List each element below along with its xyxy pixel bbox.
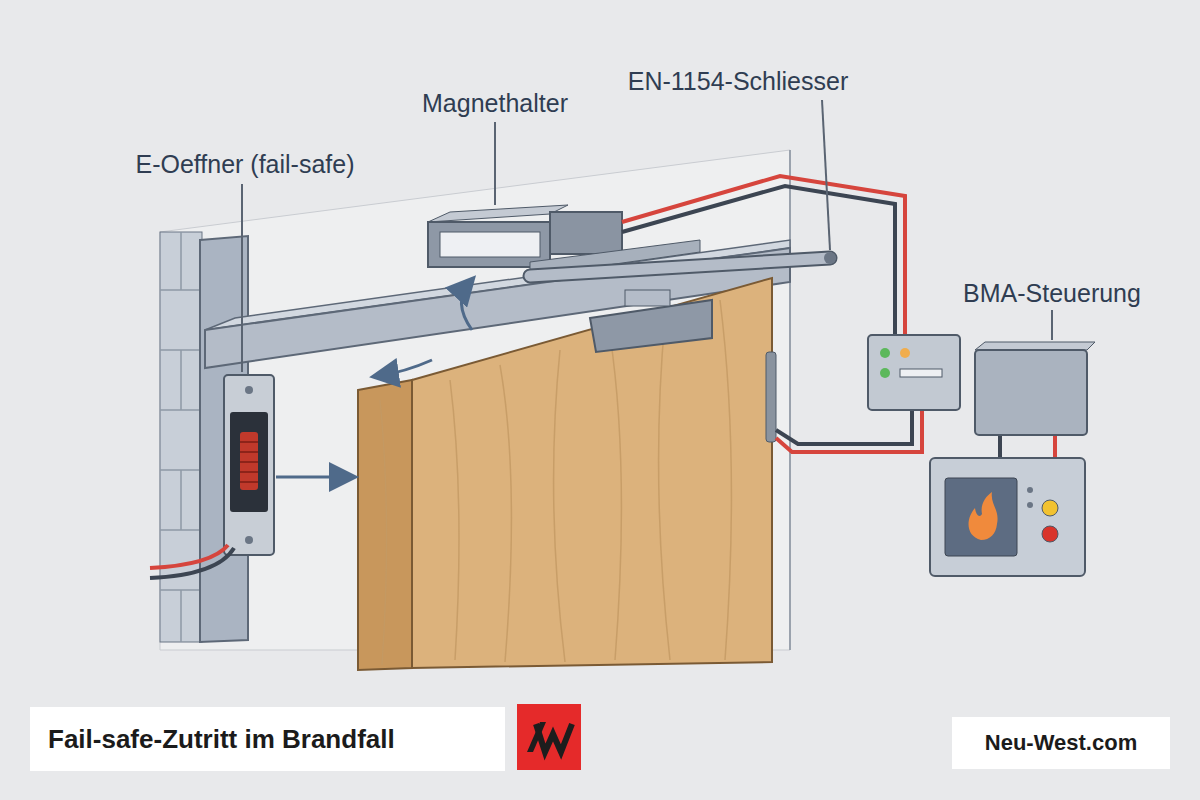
leader-lines-part bbox=[241, 184, 243, 372]
site-name: Neu-West.com bbox=[985, 730, 1137, 756]
door-closer-part bbox=[824, 252, 836, 264]
relay-box bbox=[868, 335, 960, 410]
leader-lines bbox=[242, 100, 1052, 372]
brick-wall bbox=[160, 232, 202, 642]
strike-plate-part bbox=[230, 412, 268, 512]
fire-control-box-part bbox=[975, 342, 1095, 350]
strike-plate-part-part bbox=[240, 481, 258, 483]
door-leaf-part bbox=[766, 352, 776, 442]
door-closer-part bbox=[530, 258, 830, 276]
fire-panel-part bbox=[1042, 526, 1058, 542]
fire-panel-part bbox=[945, 478, 1017, 556]
leader-lines-part bbox=[822, 100, 830, 250]
strike-plate-part bbox=[240, 432, 258, 490]
brick-wall-part bbox=[160, 232, 202, 642]
fire-panel-part bbox=[930, 458, 1085, 576]
fire-panel-part bbox=[1027, 502, 1033, 508]
door-closer-part bbox=[590, 300, 712, 352]
door-closer-part bbox=[625, 290, 670, 306]
door-closer-part bbox=[530, 258, 830, 276]
wiring-part bbox=[776, 410, 922, 452]
fire-control-box-part bbox=[975, 350, 1087, 435]
magnet-holder-part bbox=[550, 212, 622, 254]
strike-plate-part bbox=[150, 548, 234, 578]
wall-part bbox=[789, 150, 791, 650]
door-leaf-part-part bbox=[500, 365, 511, 662]
fire-panel-part bbox=[1027, 487, 1033, 493]
logo-part bbox=[536, 724, 572, 752]
door-leaf-part-part bbox=[554, 350, 565, 662]
strike-plate-part bbox=[276, 476, 350, 479]
strike-plate-part-part bbox=[240, 461, 258, 463]
callout-label: E-Oeffner (fail-safe) bbox=[135, 149, 354, 179]
caption-box: Fail-safe-Zutritt im Brandfall bbox=[30, 707, 505, 771]
fire-control-box bbox=[975, 342, 1095, 435]
door-leaf-part bbox=[412, 278, 772, 668]
door-leaf-part-part bbox=[720, 300, 731, 660]
door-leaf-part-part bbox=[380, 400, 387, 665]
wiring-part bbox=[622, 186, 895, 335]
strike-plate-part bbox=[224, 375, 274, 555]
site-name-box: Neu-West.com bbox=[952, 717, 1170, 769]
relay-box-part bbox=[868, 335, 960, 410]
callout-label: Magnethalter bbox=[422, 88, 568, 118]
fire-panel-part bbox=[969, 492, 998, 540]
strike-plate-part-part bbox=[240, 471, 258, 473]
caption: Fail-safe-Zutritt im Brandfall bbox=[48, 724, 395, 755]
motion-arrows-part bbox=[378, 360, 432, 376]
door-closer bbox=[530, 240, 836, 352]
magnet-holder-part bbox=[428, 205, 568, 222]
wiring-part bbox=[1053, 435, 1057, 458]
relay-box-part bbox=[880, 348, 890, 358]
fire-panel bbox=[930, 458, 1085, 576]
relay-box-part bbox=[900, 348, 910, 358]
motion-arrows bbox=[378, 282, 472, 376]
strike-plate bbox=[150, 375, 350, 578]
strike-plate-part bbox=[245, 386, 253, 394]
door-leaf-part-part bbox=[450, 380, 459, 660]
strike-plate-part bbox=[240, 442, 258, 482]
door-leaf-part bbox=[358, 380, 412, 670]
callout-label: EN-1154-Schliesser bbox=[628, 66, 848, 96]
door-leaf-part-part bbox=[659, 320, 670, 660]
wiring-part bbox=[622, 176, 905, 335]
motion-arrows-part bbox=[461, 282, 472, 330]
relay-box-part bbox=[880, 368, 890, 378]
brick-wall-part bbox=[160, 232, 202, 642]
wiring-part bbox=[998, 435, 1002, 458]
relay-box-part bbox=[900, 369, 942, 377]
callout-label: BMA-Steuerung bbox=[963, 278, 1141, 308]
brick-wall-part-part bbox=[180, 350, 182, 410]
brick-wall-part-part bbox=[180, 590, 182, 642]
magnet-holder-part bbox=[428, 222, 550, 267]
strike-plate-part-part bbox=[240, 451, 258, 453]
magnet-holder-part bbox=[440, 232, 540, 257]
wiring-part bbox=[776, 410, 912, 444]
strike-plate-part-part bbox=[240, 441, 258, 443]
door-leaf-part bbox=[380, 300, 731, 665]
fire-panel-part bbox=[1042, 500, 1058, 516]
door-leaf-part-part bbox=[610, 335, 621, 660]
brick-wall-part-part bbox=[180, 232, 182, 290]
door-leaf bbox=[358, 278, 776, 670]
strike-plate-part bbox=[245, 536, 253, 544]
logo bbox=[517, 704, 581, 770]
brick-wall-part-part bbox=[180, 470, 182, 530]
leader-lines-part bbox=[1051, 310, 1053, 340]
logo-part bbox=[517, 704, 581, 770]
leader-lines-part bbox=[494, 122, 496, 205]
